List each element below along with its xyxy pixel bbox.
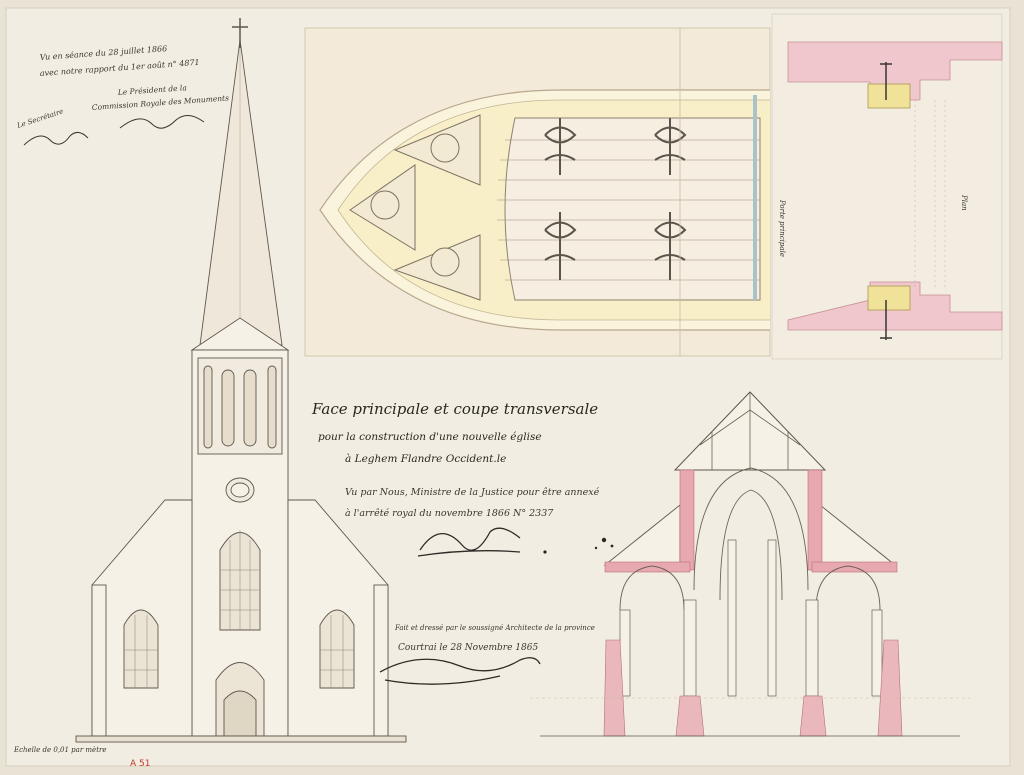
minister-signature (417, 527, 521, 557)
architect-line1: Fait et dressé par le soussigné Architec… (394, 624, 595, 632)
scale-note: Echelle de 0,01 par mètre (13, 746, 107, 754)
architect-signature (379, 657, 541, 685)
drawing-subtitle-line3: à Leghem Flandre Occident.le (345, 453, 506, 465)
architect-line2: Courtrai le 28 Novembre 1865 (398, 643, 538, 653)
secretary-signature (23, 132, 89, 146)
drawing-subtitle-line2: pour la construction d'une nouvelle égli… (318, 431, 542, 443)
approval-line1: Vu par Nous, Ministre de la Justice pour… (345, 487, 600, 498)
ink-spots (543, 537, 614, 554)
transverse-section (530, 391, 970, 737)
detail-label-right: Plan (960, 194, 968, 211)
president-signature (119, 115, 205, 129)
church-facade-elevation (75, 18, 407, 743)
approval-line2: à l'arrêté royal du novembre 1866 N° 233… (345, 508, 554, 519)
door-detail-drawing (304, 27, 771, 357)
sheet-number: A 51 (130, 759, 150, 769)
door-section-detail: Porte principale Plan (771, 13, 1003, 360)
drawing-title: Face principale et coupe transversale (311, 400, 598, 418)
detail-label-left: Porte principale (778, 199, 786, 257)
